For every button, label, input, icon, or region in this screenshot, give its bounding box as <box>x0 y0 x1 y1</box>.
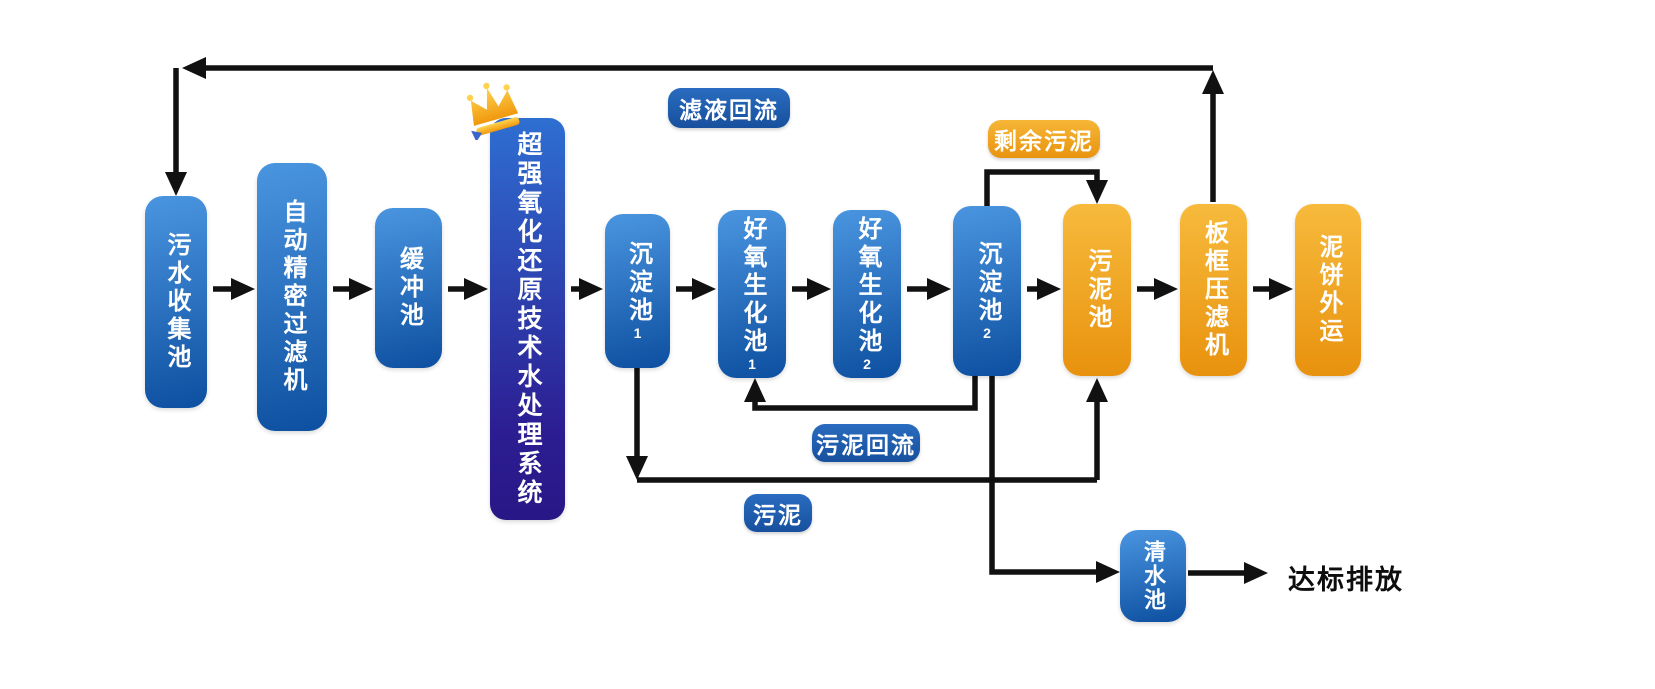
pill-sludge: 污泥 <box>744 494 812 532</box>
node-label-subscript: 2 <box>859 356 875 372</box>
node-label-main: 沉淀池 <box>974 241 1001 325</box>
node-sedimentation-pool-2: 沉淀池2 <box>953 206 1021 376</box>
node-label-text: 泥饼外运 <box>1315 234 1342 346</box>
node-label-subscript: 2 <box>979 325 995 341</box>
node-plate-frame-filter-press: 板框压滤机 <box>1180 204 1247 376</box>
node-label-text: 缓冲池 <box>395 246 423 330</box>
arrow-excess-sludge <box>984 169 1108 206</box>
node-auto-precision-filter: 自动精密过滤机 <box>257 163 327 431</box>
node-label-text: 板框压滤机 <box>1200 220 1228 360</box>
node-label-text: 好氧生化池2 <box>854 216 881 372</box>
node-oxidation-system: 超强氧化还原技术水处理系统 <box>490 118 565 520</box>
node-label-subscript: 1 <box>629 325 646 341</box>
node-sludge-pool: 污泥池 <box>1063 204 1131 376</box>
node-label-text: 污泥池 <box>1084 248 1111 332</box>
node-label-subscript: 1 <box>744 356 760 372</box>
node-label-main: 好氧生化池 <box>854 216 881 356</box>
node-aerobic-pool-2: 好氧生化池2 <box>833 210 901 378</box>
pill-filtrate-return: 滤液回流 <box>668 88 790 128</box>
node-sedimentation-pool-1: 沉淀池1 <box>605 214 670 368</box>
node-clear-water-pool: 清水池 <box>1120 530 1186 622</box>
node-label-text: 清水池 <box>1141 540 1166 612</box>
crown-icon <box>466 82 520 140</box>
node-label-text: 超强氧化还原技术水处理系统 <box>514 130 542 508</box>
node-label-text: 好氧生化池1 <box>739 216 766 372</box>
node-buffer-pool: 缓冲池 <box>375 208 442 368</box>
node-label-text: 沉淀池1 <box>624 241 652 341</box>
node-label-text: 沉淀池2 <box>974 241 1001 341</box>
node-sewage-collection-pool: 污水收集池 <box>145 196 207 408</box>
node-label-text: 污水收集池 <box>163 232 190 372</box>
node-label-main: 沉淀池 <box>624 241 652 325</box>
node-label-main: 好氧生化池 <box>739 216 766 356</box>
node-label-text: 自动精密过滤机 <box>279 199 306 395</box>
pill-excess-sludge: 剩余污泥 <box>988 120 1100 158</box>
node-mudcake-transport: 泥饼外运 <box>1295 204 1361 376</box>
label-discharge: 达标排放 <box>1288 565 1404 595</box>
arrow-sludge-return <box>744 375 978 411</box>
pill-sludge-return: 污泥回流 <box>812 424 920 462</box>
arrow-clear-water <box>989 375 1120 583</box>
node-aerobic-pool-1: 好氧生化池1 <box>718 210 786 378</box>
